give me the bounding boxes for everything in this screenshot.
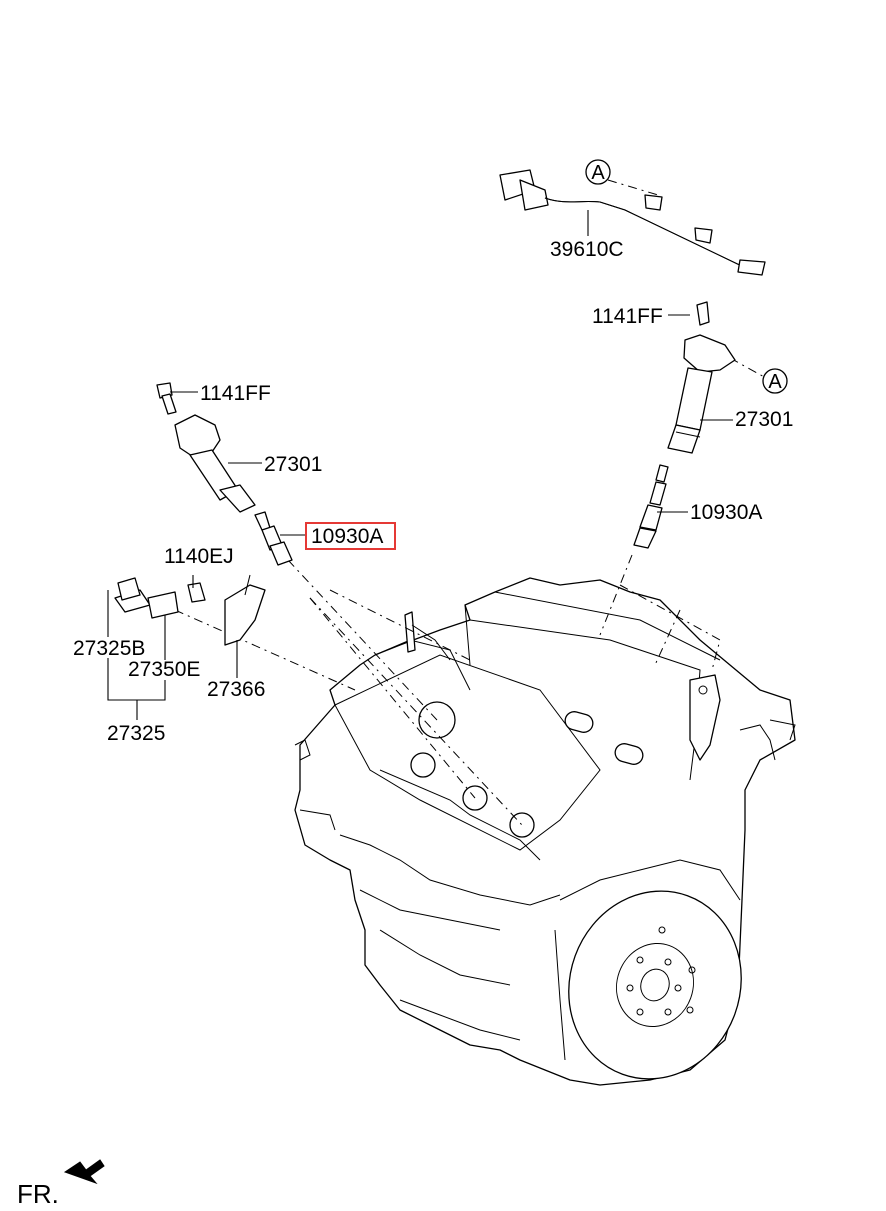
callout-a-top: A — [585, 159, 611, 185]
ignition-coil-left — [174, 414, 256, 513]
svg-text:A: A — [591, 162, 605, 184]
label-27366: 27366 — [207, 678, 265, 701]
label-1141ff-left: 1141FF — [200, 382, 271, 405]
label-1141ff-right: 1141FF — [592, 305, 663, 328]
label-1140ej: 1140EJ — [164, 545, 234, 568]
spark-plug-right — [633, 464, 669, 549]
svg-text:A: A — [768, 371, 782, 393]
callout-a-right: A — [762, 368, 788, 394]
highlight-box — [305, 522, 396, 550]
bolt-left — [156, 382, 177, 415]
label-39610c: 39610C — [550, 238, 624, 261]
label-27301-left: 27301 — [264, 453, 322, 476]
label-27325b: 27325B — [73, 637, 145, 660]
front-label: FR. — [17, 1179, 59, 1209]
ignition-coil-right — [667, 301, 736, 454]
spark-plug-left — [254, 511, 293, 566]
label-27301-right: 27301 — [735, 408, 793, 431]
label-10930a-right: 10930A — [690, 501, 762, 524]
label-27350e: 27350E — [128, 658, 200, 681]
engine-block — [294, 577, 796, 1086]
label-27325: 27325 — [107, 722, 165, 745]
front-arrow-icon — [63, 1159, 105, 1185]
wiring-harness — [499, 169, 766, 276]
assembly-lines — [174, 179, 767, 826]
front-indicator: FR. — [17, 1159, 105, 1209]
label-10930a-left[interactable]: 10930A — [311, 525, 383, 548]
sensor-assembly — [114, 574, 266, 646]
